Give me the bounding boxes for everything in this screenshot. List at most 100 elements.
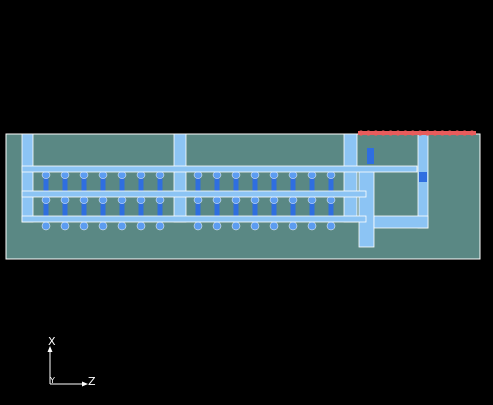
post-body [62,199,68,216]
post-cap [136,196,146,204]
left-vertical-connector [21,133,34,223]
marker-dot [388,130,394,136]
post-body [233,174,239,191]
post-body [309,174,315,191]
marker-dot [432,130,438,136]
post [326,196,336,216]
marker-dot [402,130,408,136]
post-array [41,171,336,231]
post-body [43,199,49,216]
post-body [157,199,163,216]
top-horizontal-channel [21,165,418,173]
axis-y-label: Y [50,376,55,385]
post-tip [212,221,222,231]
post-cap [288,171,298,179]
horizontal-channels [21,165,418,223]
vertical-connectors [21,133,429,248]
post-tip [41,221,51,231]
post-body [43,174,49,191]
post-cap [269,171,279,179]
post-tip [60,221,70,231]
post-cap [307,196,317,204]
post-cap [326,171,336,179]
post-cap [155,196,165,204]
post [136,196,146,216]
post [212,171,222,191]
post-body [100,174,106,191]
post-tip [98,221,108,231]
marker-dot [462,130,468,136]
marker-dot [439,130,445,136]
outlet-vertical-channel [358,169,375,248]
marker-line [358,131,476,135]
post-cap [41,196,51,204]
post-tip [231,221,241,231]
post-body [62,174,68,191]
post-body [100,199,106,216]
post-body [252,174,258,191]
post [269,196,279,216]
post-body [271,199,277,216]
post-cap [269,196,279,204]
post [41,196,51,216]
post-tip [288,221,298,231]
post-tip [326,221,336,231]
marker-dot [410,130,416,136]
side-highlight-block [419,172,427,182]
post-cap [136,171,146,179]
post-body [119,199,125,216]
post-tip [307,221,317,231]
axis-z-label: Z [88,375,96,388]
post-body [290,199,296,216]
marker-dot [417,130,423,136]
post-cap [212,196,222,204]
post-body [157,174,163,191]
post-cap [231,171,241,179]
marker-dot [425,130,431,136]
post-body [309,199,315,216]
post-cap [307,171,317,179]
post-body [290,174,296,191]
middle-horizontal-channel [21,190,367,198]
post-tip [79,221,89,231]
post-body [195,174,201,191]
post [269,171,279,191]
post-body [328,199,334,216]
post-body [138,199,144,216]
post-body [119,174,125,191]
axis-x-label: X [48,335,56,348]
post-tip [155,221,165,231]
marker-dot [447,130,453,136]
bottom-horizontal-channel [21,215,367,223]
axis-triad-icon [47,346,88,387]
post-cap [79,171,89,179]
post-cap [41,171,51,179]
post-cap [79,196,89,204]
post-cap [288,196,298,204]
post-tip [250,221,260,231]
post-body [233,199,239,216]
post-cap [60,196,70,204]
post-body [81,174,87,191]
post-cap [193,196,203,204]
post-cap [60,171,70,179]
post-cap [98,196,108,204]
post-body [81,199,87,216]
post-cap [117,171,127,179]
outlet-highlight-block [367,148,374,164]
right-vertical-connector [343,133,358,223]
post-body [271,174,277,191]
post-body [214,174,220,191]
post-cap [117,196,127,204]
post-body [138,174,144,191]
marker-dot [454,130,460,136]
post-cap [193,171,203,179]
post [117,196,127,216]
marker-dot [469,130,475,136]
post-cap [155,171,165,179]
post-cap [212,171,222,179]
post-cap [250,196,260,204]
outlet-bottom-channel [373,215,429,229]
